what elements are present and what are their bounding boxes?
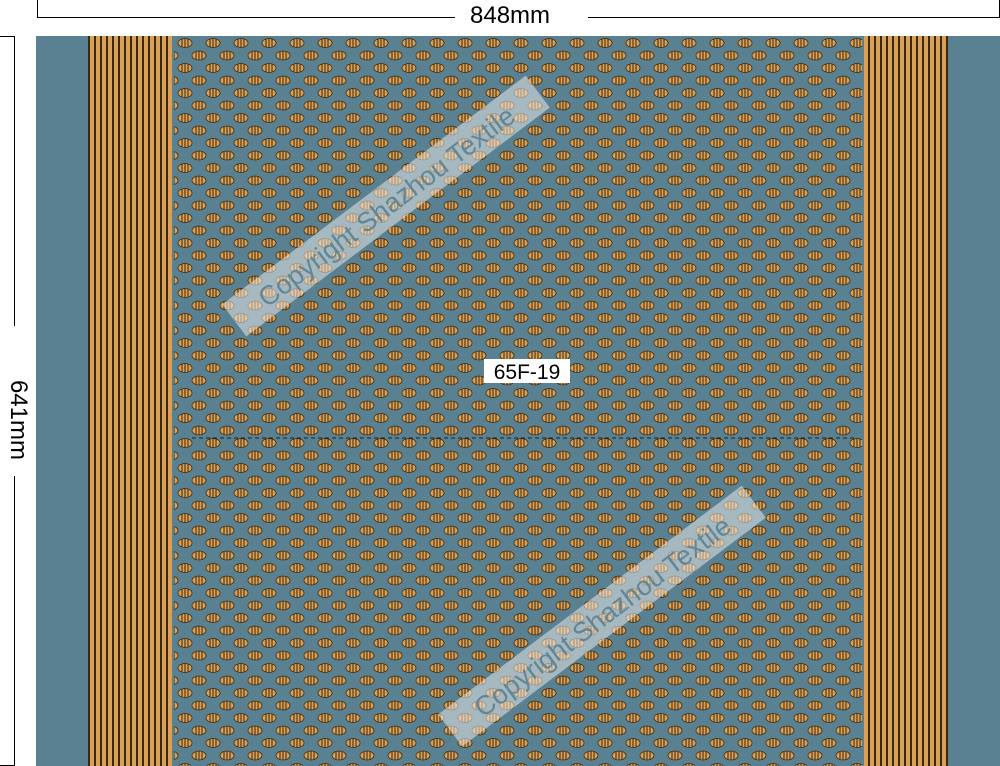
height-dimension-tick-top <box>0 36 15 37</box>
watermark-upper-band <box>222 75 550 337</box>
width-dimension-label: 848mm <box>470 2 551 29</box>
width-dimension-line-right <box>588 17 1000 18</box>
width-dimension-line-left <box>37 17 455 18</box>
height-dimension-line-top <box>14 36 15 326</box>
design-code-tag: 65F-19 <box>484 359 570 384</box>
left-border-stripes <box>88 36 172 766</box>
fabric-design: Copyright Shazhou Textile Copyright Shaz… <box>36 36 1000 766</box>
height-dimension-line-bottom <box>14 476 15 766</box>
watermark-lower-band <box>438 485 766 747</box>
design-code-box <box>484 359 570 383</box>
height-dimension-label: 641mm <box>5 379 33 461</box>
design-code-text: 65F-19 <box>494 361 561 384</box>
center-motif-field <box>174 36 862 766</box>
height-dimension: 641mm <box>0 36 36 766</box>
right-border-stripes <box>864 36 948 766</box>
width-dimension: 848mm <box>0 0 1000 36</box>
width-dimension-tick-left <box>37 0 38 18</box>
